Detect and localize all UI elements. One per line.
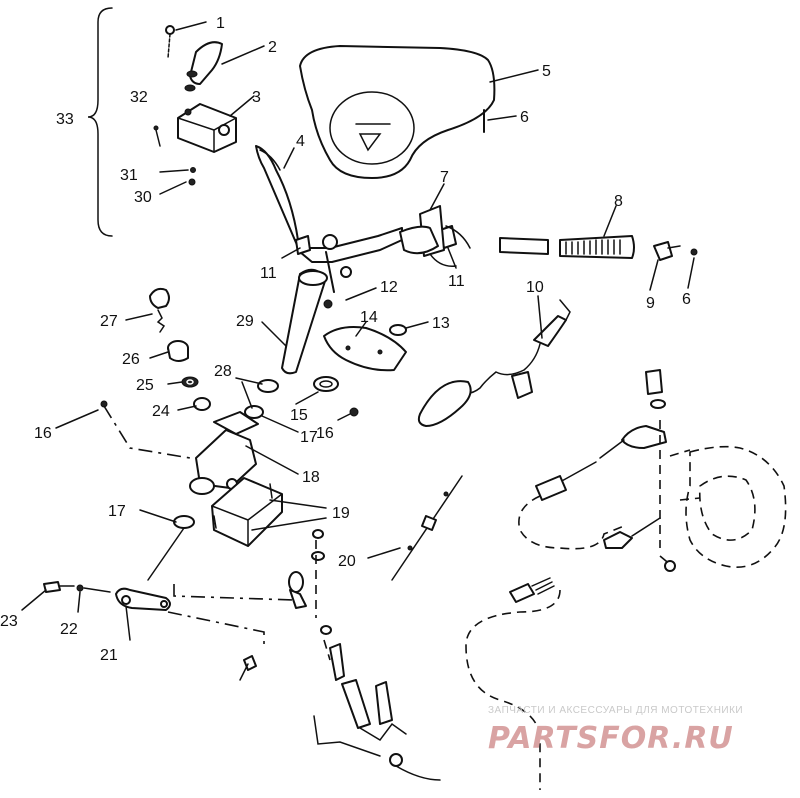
part-nut-24 (193, 397, 211, 411)
part-handlebar-pad-5 (299, 45, 496, 179)
callout-8: 8 (614, 193, 623, 210)
callout-18: 18 (302, 469, 320, 486)
callout-27: 27 (100, 313, 118, 330)
callout-10: 10 (526, 279, 544, 296)
callout-15: 15 (290, 407, 308, 424)
callout-17b: 17 (108, 503, 126, 520)
part-carburetor-outline (679, 445, 787, 568)
part-spacer-26 (167, 340, 189, 362)
watermark-brand: PARTSFOR.RU (488, 721, 734, 756)
part-throttle-cable (465, 369, 691, 790)
part-cable-lower (313, 643, 441, 781)
callout-24: 24 (152, 403, 170, 420)
callout-14: 14 (360, 309, 378, 326)
callout-2: 2 (268, 39, 277, 56)
part-knob-27 (149, 287, 170, 333)
callout-6b: 6 (682, 291, 691, 308)
callout-23: 23 (0, 613, 18, 630)
callout-25: 25 (136, 377, 154, 394)
part-steering-post-29 (281, 268, 328, 375)
part-cover-14 (323, 326, 407, 372)
part-throttle-housing-7 (399, 205, 471, 267)
part-switch-housing-3 (177, 103, 237, 153)
callout-22: 22 (60, 621, 78, 638)
callout-26: 26 (122, 351, 140, 368)
part-mount-plate-19 (211, 477, 283, 547)
callout-29: 29 (236, 313, 254, 330)
callout-16a: 16 (34, 425, 52, 442)
callout-31: 31 (120, 167, 138, 184)
watermark: ЗАПЧАСТИ И АКСЕССУАРЫ ДЛЯ МОТОТЕХНИКИ PA… (488, 705, 743, 756)
part-lever-21 (115, 587, 171, 611)
part-plug-9 (653, 241, 673, 261)
callout-32: 32 (130, 89, 148, 106)
part-grip-8 (499, 235, 635, 259)
part-washer-25 (181, 376, 199, 388)
callout-6: 6 (520, 109, 529, 126)
part-bracket-18 (189, 411, 259, 495)
callout-17a: 17 (300, 429, 318, 446)
callout-7: 7 (440, 169, 449, 186)
part-bracket-2 (189, 41, 223, 85)
callout-labels: 1 2 3 4 5 6 7 8 9 6 10 11 11 12 13 14 15… (0, 15, 691, 664)
callout-9: 9 (646, 295, 655, 312)
callout-28: 28 (214, 363, 232, 380)
callout-19: 19 (332, 505, 350, 522)
part-cable-20 (391, 475, 463, 581)
callout-16b: 16 (316, 425, 334, 442)
callout-5: 5 (542, 63, 551, 80)
callout-13: 13 (432, 315, 450, 332)
part-screw-1 (165, 25, 175, 59)
leader-lines (21, 21, 695, 641)
callout-11b: 11 (448, 273, 465, 290)
callout-3: 3 (252, 89, 261, 106)
callout-11a: 11 (260, 265, 277, 282)
part-bushing-15 (313, 376, 339, 392)
callout-4: 4 (296, 133, 305, 150)
part-rod-end (288, 529, 332, 635)
callout-33: 33 (56, 111, 74, 128)
watermark-tagline: ЗАПЧАСТИ И АКСЕССУАРЫ ДЛЯ МОТОТЕХНИКИ (488, 705, 743, 716)
callout-12: 12 (380, 279, 398, 296)
callout-1: 1 (216, 15, 225, 32)
callout-20: 20 (338, 553, 356, 570)
group-bracket (87, 7, 113, 237)
callout-30: 30 (134, 189, 152, 206)
part-bushing-17 (173, 515, 195, 529)
callout-21: 21 (100, 647, 118, 664)
